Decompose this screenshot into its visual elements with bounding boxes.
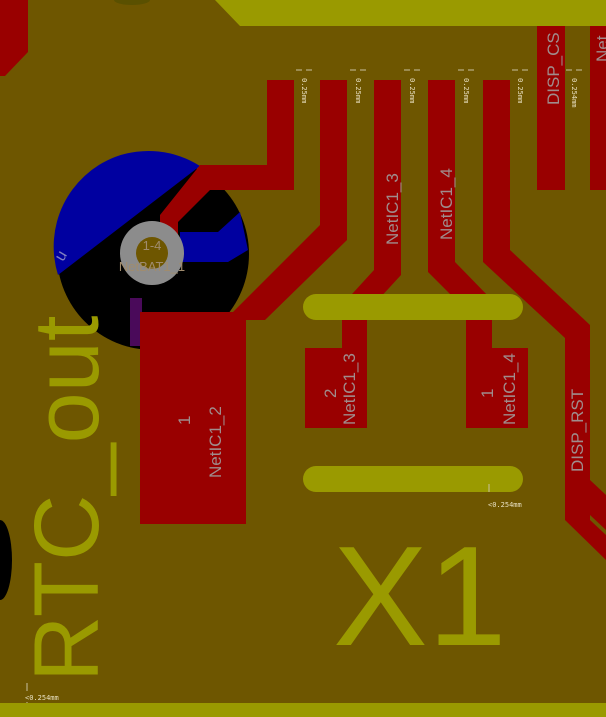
clearance-label-crystal: <0.254mm: [488, 501, 522, 509]
clearance-label: 0.25mm: [516, 78, 524, 103]
silk-outline-top: [215, 0, 606, 26]
trace-label-disp-cs: DISP_CS: [544, 32, 563, 105]
via-net: NetBAT1_1: [119, 259, 185, 274]
pad-netic1-2[interactable]: [140, 312, 246, 524]
pad-pin-1: 1: [175, 416, 194, 425]
clearance-label: 0.25mm: [354, 78, 362, 103]
bottom-copper-trace[interactable]: [180, 212, 248, 262]
trace-netic1-4[interactable]: [428, 80, 492, 350]
designator-x1: X1: [333, 517, 507, 676]
trace-label-netic1-4: NetIC1_4: [437, 168, 456, 240]
via-hole: [136, 237, 168, 269]
trace-disp-cs[interactable]: [537, 26, 565, 190]
trace-bottom-right[interactable]: [590, 480, 606, 530]
clearance-label-edge: <0.254mm: [25, 694, 59, 702]
bottom-copper-band[interactable]: [53, 150, 200, 275]
silk-outline-bottom: [0, 703, 606, 717]
keepout-strip: [130, 298, 142, 346]
trace-netbat[interactable]: [160, 160, 294, 242]
trace-label-netic1-3: NetIC1_3: [383, 173, 402, 245]
pad-pin-2: 2: [321, 389, 340, 398]
trace-left-top[interactable]: [0, 0, 28, 76]
pad-netic1-4[interactable]: [466, 348, 528, 428]
pad-net-netic1-2: NetIC1_2: [206, 406, 225, 478]
pad-net-netic1-4: NetIC1_4: [500, 353, 519, 425]
trace-netic1-2[interactable]: [225, 80, 347, 320]
pad-net-netic1-3: NetIC1_3: [340, 353, 359, 425]
clearance-label: 0.25mm: [300, 78, 308, 103]
clearance-label: 0.254mm: [570, 78, 578, 108]
component-outline-top: [114, 0, 150, 5]
crystal-silk-bottom: [303, 466, 523, 492]
pad-netic1-3[interactable]: [305, 348, 367, 428]
clearance-label: 0.25mm: [408, 78, 416, 103]
crystal-silk-top: [303, 294, 523, 320]
trace-net-right[interactable]: [590, 26, 606, 190]
trace-disp-rst[interactable]: [483, 80, 606, 717]
via-pin: 1-4: [143, 238, 162, 253]
trace-netic1-3[interactable]: [342, 80, 401, 350]
silk-label-rtc-out: RTC_out: [16, 316, 118, 682]
clearance-arrows: [26, 69, 582, 710]
trace-label-net: Net: [593, 35, 606, 62]
pad-pin-1b: 1: [478, 389, 497, 398]
clearance-markers: 0.25mm 0.25mm 0.25mm 0.25mm 0.25mm 0.254…: [25, 78, 578, 702]
clearance-label: 0.25mm: [462, 78, 470, 103]
trace-label-disp-rst: DISP_RST: [568, 389, 587, 472]
component-outline-left: [0, 520, 12, 600]
